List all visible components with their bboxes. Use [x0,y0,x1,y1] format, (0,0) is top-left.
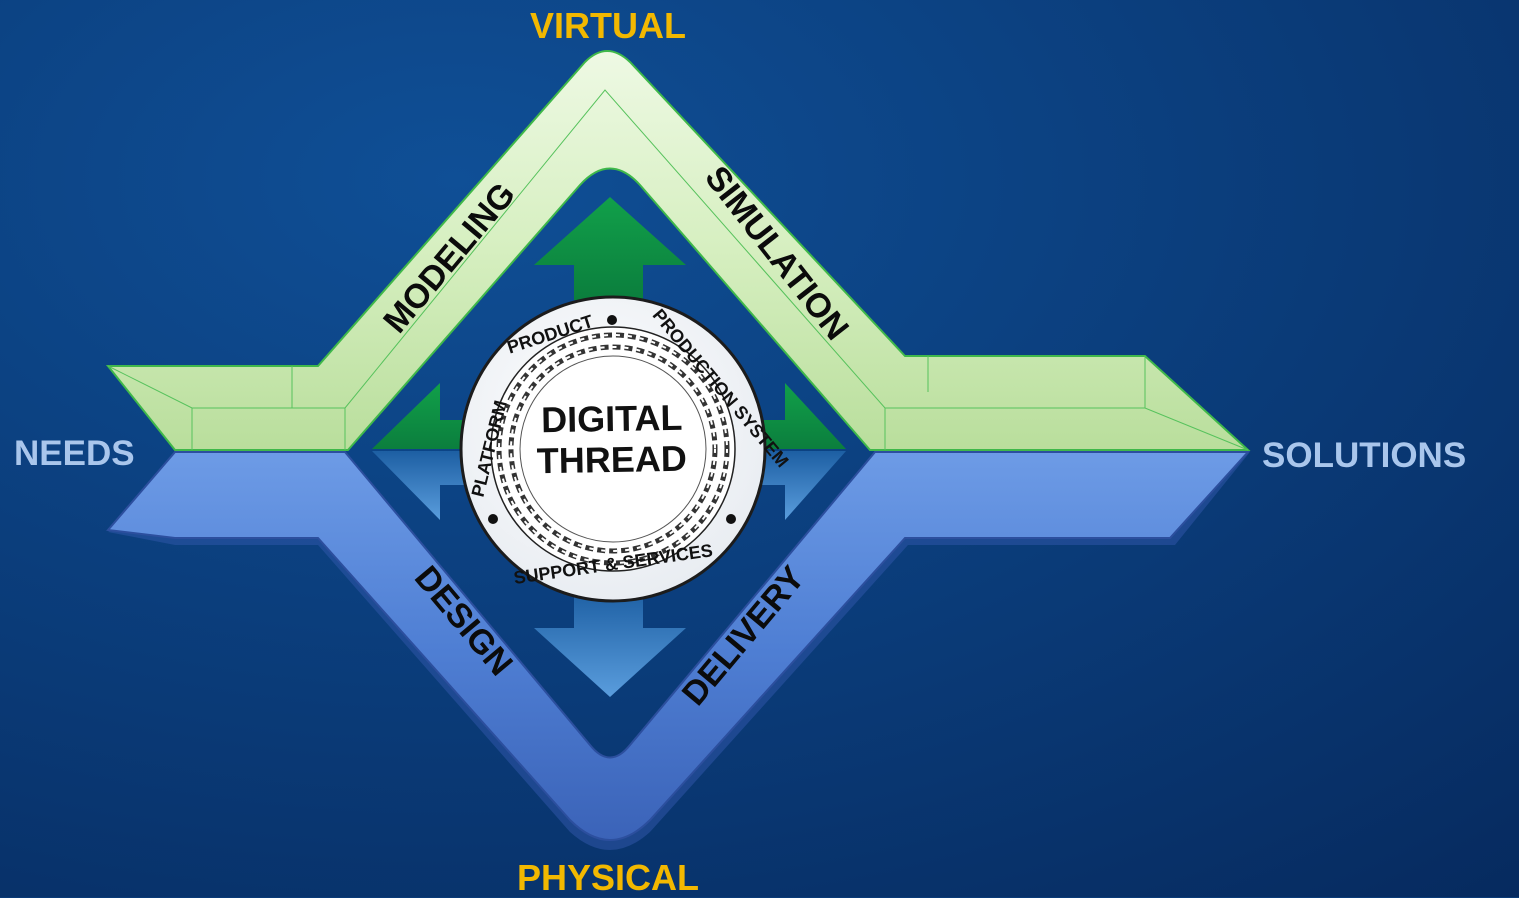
seal-title-line-2: THREAD [536,438,687,482]
virtual-path [105,50,1251,451]
left-arrow-upper-icon [372,383,470,449]
right-arrow-upper-icon [750,383,846,449]
digital-thread-seal: DIGITAL THREAD PRODUCT PLATFORM PRODUCTI… [459,295,793,603]
physical-label: PHYSICAL [516,857,700,898]
needs-label: NEEDS [14,434,135,473]
seal-center [519,355,707,543]
virtual-path-ridge [107,89,1249,451]
seal-title-line-1: DIGITAL [541,397,683,440]
up-arrow-group [372,197,846,449]
virtual-label: VIRTUAL [530,5,686,46]
left-arrow-lower-icon [372,451,470,520]
physical-path [106,451,1251,850]
down-arrow-group [372,451,846,697]
right-arrow-lower-icon [750,451,846,520]
up-arrow-icon [534,197,686,300]
virtual-path-band [105,50,1251,451]
physical-path-band [106,451,1251,841]
seal-dot-left [488,514,498,524]
seal-dot-right [726,514,736,524]
down-arrow-icon [534,590,686,697]
solutions-label: SOLUTIONS [1262,436,1467,475]
seal-dot-top [607,315,617,325]
